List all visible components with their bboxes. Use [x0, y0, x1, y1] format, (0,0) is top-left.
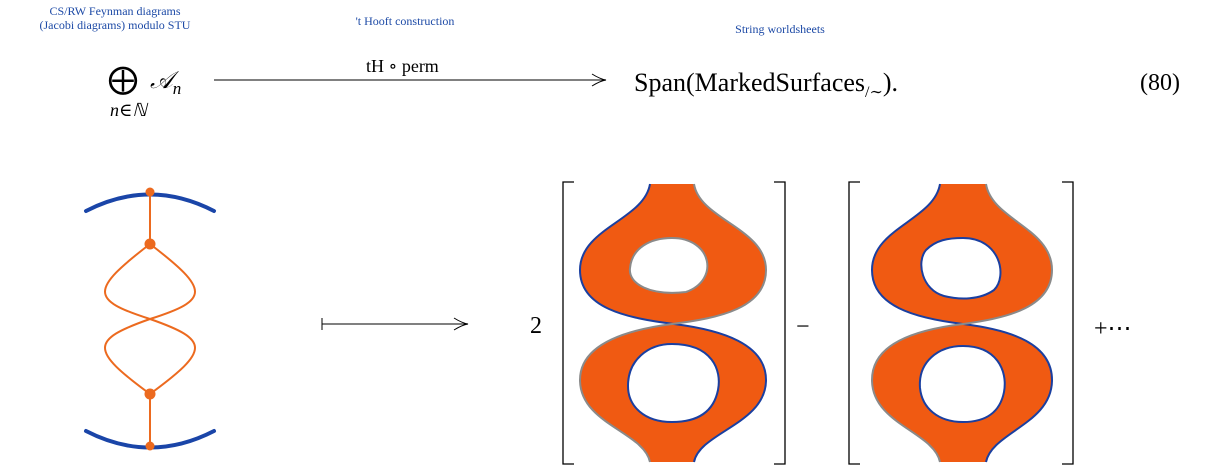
outer-boundary-gray-1: [578, 183, 768, 463]
surface-term-2: [848, 181, 1074, 465]
left-bracket-2: [848, 181, 860, 465]
source-annotation: CS/RW Feynman diagrams (Jacobi diagrams)…: [0, 4, 230, 32]
codomain-quotient: /∼: [865, 84, 883, 102]
surface-term-1: [562, 181, 786, 465]
right-bracket-1: [774, 181, 786, 465]
left-bracket-1: [562, 181, 574, 465]
source-annotation-line1: CS/RW Feynman diagrams: [49, 4, 181, 18]
graph-loop-right: [104, 243, 196, 395]
vertex-bottom-trivalent: [144, 388, 156, 400]
jacobi-algebra-letter: 𝒜: [150, 68, 173, 94]
jacobi-algebra-index: n: [172, 78, 182, 98]
codomain: Span(MarkedSurfaces/∼).: [634, 68, 898, 102]
jacobi-algebra-symbol: 𝒜n: [150, 68, 181, 99]
vertex-bottom-endpoint: [145, 441, 155, 451]
inner-loop-bottom-1: [626, 342, 720, 424]
coefficient-two: 2: [530, 313, 542, 339]
outer-boundary-gray-2: [870, 183, 1054, 463]
arrow-annotation: 't Hooft construction: [355, 14, 455, 28]
codomain-end: ).: [882, 68, 899, 97]
maps-to-arrow: [321, 317, 469, 331]
right-bracket-2: [1062, 181, 1074, 465]
continuation-dots: +⋯: [1094, 316, 1132, 342]
direct-sum-symbol: ⨁: [108, 63, 138, 96]
codomain-span: Span(MarkedSurfaces: [634, 68, 866, 97]
vertex-top-endpoint: [145, 187, 155, 197]
target-annotation: String worldsheets: [735, 22, 825, 36]
vertex-top-trivalent: [144, 238, 156, 250]
inner-loop-top-2: [920, 236, 1002, 300]
map-label: tH ∘ perm: [366, 56, 439, 76]
inner-loop-bottom-2: [918, 344, 1006, 424]
map-arrow: [214, 73, 607, 87]
source-annotation-line2: (Jacobi diagrams) modulo STU: [39, 18, 191, 32]
jacobi-diagram: [84, 187, 216, 451]
minus-sign: −: [796, 314, 810, 340]
equation-number: (80): [1140, 70, 1180, 96]
direct-sum-index: n∈ℕ: [110, 100, 147, 120]
inner-loop-top-1: [628, 236, 709, 294]
